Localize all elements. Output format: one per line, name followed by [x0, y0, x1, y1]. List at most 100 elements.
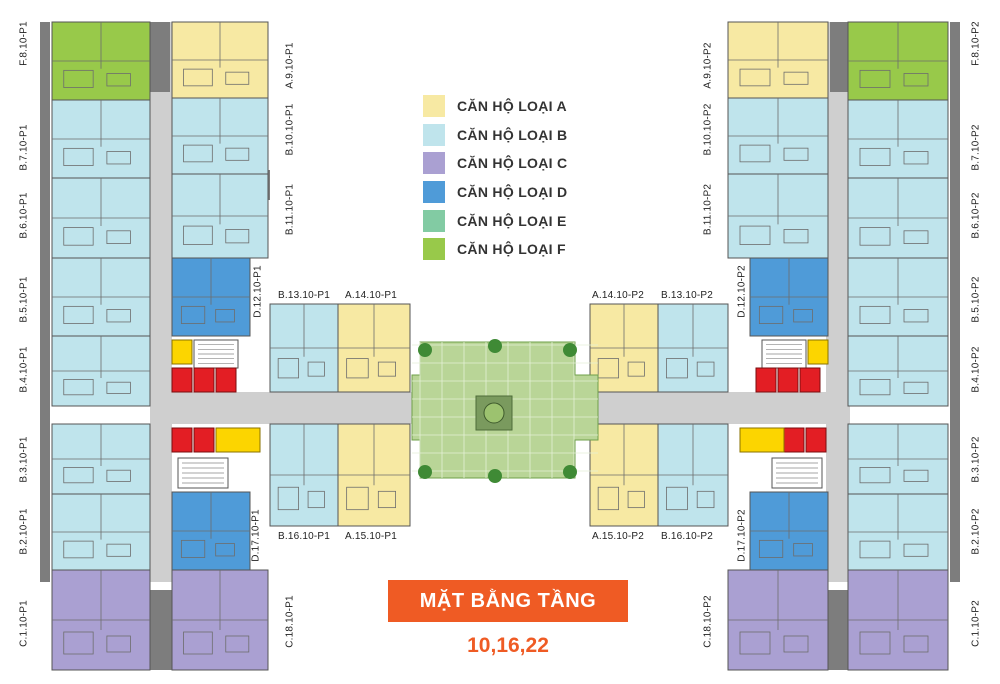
room-furniture — [377, 490, 397, 509]
room-furniture — [63, 227, 94, 246]
unit-label-c18-p2: C.18.10-P2 — [702, 595, 714, 648]
legend-item-type-a: CĂN HỘ LOẠI A — [423, 92, 567, 121]
garden-tree-2 — [418, 465, 432, 479]
room-furniture — [215, 543, 235, 557]
elevator-nw-2 — [215, 367, 237, 393]
elevator-sw-1 — [193, 427, 215, 453]
legend-item-type-e: CĂN HỘ LOẠI E — [423, 206, 567, 235]
room-furniture — [758, 539, 784, 558]
core-wall-0 — [40, 22, 50, 582]
legend-label-f: CĂN HỘ LOẠI F — [457, 241, 566, 258]
unit-label-b13-p1: B.13.10-P1 — [278, 290, 331, 301]
unit-a14-p2 — [589, 303, 659, 393]
elevator-sw-0 — [171, 427, 193, 453]
room-furniture — [903, 151, 929, 165]
unit-label-c18-p1: C.18.10-P1 — [284, 595, 296, 648]
unit-c1-p2 — [847, 569, 949, 671]
unit-d12-p2 — [749, 257, 829, 337]
garden-fountain-base — [475, 395, 513, 431]
room-furniture — [903, 309, 929, 323]
room-furniture — [63, 540, 94, 559]
unit-label-f8-p1: F.8.10-P1 — [18, 21, 30, 66]
room-furniture — [307, 490, 325, 509]
room-furniture — [739, 225, 771, 245]
unit-a9-p2 — [727, 21, 829, 99]
legend-label-a: CĂN HỘ LOẠI A — [457, 98, 567, 115]
core-wall-5 — [828, 590, 850, 670]
room-furniture — [225, 71, 250, 85]
legend-item-type-c: CĂN HỘ LOẠI C — [423, 149, 567, 178]
unit-label-b16-p1: B.16.10-P1 — [278, 531, 331, 542]
room-furniture — [597, 486, 619, 511]
room-furniture — [106, 73, 131, 87]
service-shaft-se — [739, 427, 785, 453]
room-furniture — [106, 635, 131, 653]
unit-label-b3-p2: B.3.10-P2 — [970, 436, 982, 483]
legend-item-type-b: CĂN HỘ LOẠI B — [423, 121, 567, 150]
units-layer — [51, 21, 949, 671]
garden-tree-1 — [563, 343, 577, 357]
unit-label-a14-p1: A.14.10-P1 — [345, 290, 398, 301]
room-furniture — [63, 378, 94, 396]
room-furniture — [106, 151, 131, 165]
legend-swatch-a — [423, 95, 445, 118]
unit-d17-p2 — [749, 491, 829, 571]
core-wall-4 — [150, 590, 172, 670]
unit-b3-p2 — [847, 423, 949, 495]
unit-b16-p1 — [269, 423, 339, 527]
corridor-0 — [150, 22, 172, 582]
legend-swatch-f — [423, 238, 445, 261]
room-furniture — [377, 361, 397, 377]
unit-label-b3-p1: B.3.10-P1 — [18, 436, 30, 483]
unit-b2-p1 — [51, 493, 151, 571]
room-furniture — [903, 230, 929, 245]
room-furniture — [106, 469, 131, 482]
details-layer — [171, 339, 829, 489]
room-furniture — [346, 358, 369, 379]
room-furniture — [597, 358, 619, 379]
stair-core-nw — [193, 339, 239, 369]
unit-a15-p2 — [589, 423, 659, 527]
room-furniture — [739, 631, 771, 655]
room-furniture — [859, 378, 891, 396]
room-furniture — [63, 466, 94, 484]
room-furniture — [183, 225, 213, 245]
unit-label-c1-p2: C.1.10-P2 — [970, 600, 982, 647]
unit-label-d12-p1: D.12.10-P1 — [252, 265, 264, 318]
room-furniture — [277, 486, 299, 511]
room-furniture — [307, 361, 325, 377]
unit-label-a15-p1: A.15.10-P1 — [345, 531, 398, 542]
legend-label-e: CĂN HỘ LOẠI E — [457, 212, 567, 229]
legend-item-type-f: CĂN HỘ LOẠI F — [423, 235, 567, 264]
room-furniture — [783, 229, 809, 244]
room-furniture — [903, 73, 929, 87]
unit-label-b5-p2: B.5.10-P2 — [970, 276, 982, 323]
room-furniture — [696, 361, 715, 377]
room-furniture — [696, 490, 715, 509]
unit-b4-p2 — [847, 335, 949, 407]
unit-label-b4-p1: B.4.10-P1 — [18, 346, 30, 393]
unit-label-b16-p2: B.16.10-P2 — [661, 531, 714, 542]
room-furniture — [758, 305, 784, 324]
garden-tree-3 — [563, 465, 577, 479]
service-shaft-nw — [171, 339, 193, 365]
legend-swatch-c — [423, 152, 445, 175]
unit-c18-p1 — [171, 569, 269, 671]
room-furniture — [63, 631, 94, 655]
room-furniture — [859, 540, 891, 559]
unit-b5-p1 — [51, 257, 151, 337]
room-furniture — [859, 466, 891, 484]
unit-a9-p1 — [171, 21, 269, 99]
unit-label-d12-p2: D.12.10-P2 — [736, 265, 748, 318]
room-furniture — [859, 631, 891, 655]
room-furniture — [106, 543, 131, 557]
room-furniture — [903, 635, 929, 653]
room-furniture — [225, 229, 250, 244]
plan-title-banner: MẶT BẰNG TẦNG — [388, 580, 628, 622]
corridor-1 — [826, 22, 848, 582]
room-furniture — [180, 305, 206, 324]
unit-label-f8-p2: F.8.10-P2 — [970, 21, 982, 66]
unit-label-b11-p1: B.11.10-P1 — [284, 183, 296, 236]
elevator-nw-1 — [193, 367, 215, 393]
